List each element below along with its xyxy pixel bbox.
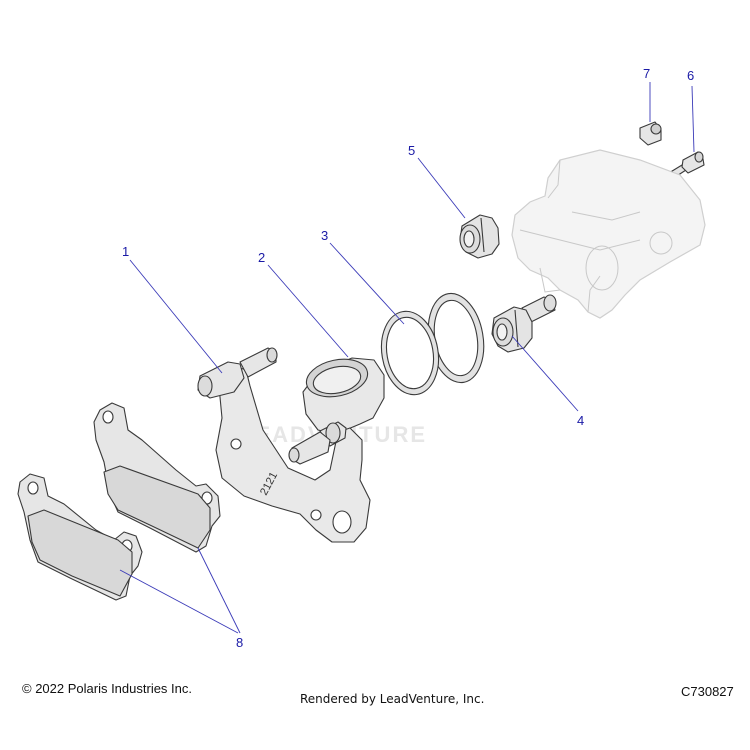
callout-5: 5 xyxy=(408,143,415,158)
leader-8b xyxy=(197,547,241,634)
leader-4 xyxy=(511,335,579,412)
callout-4: 4 xyxy=(577,413,584,428)
piston-part xyxy=(302,357,385,435)
leader-8a xyxy=(119,569,239,634)
leader-5 xyxy=(417,157,466,219)
diagram-code: C730827 xyxy=(681,684,734,699)
brake-pad-outer-part xyxy=(17,473,143,601)
leader-6 xyxy=(691,85,695,153)
callout-3: 3 xyxy=(321,228,328,243)
callout-2: 2 xyxy=(258,250,265,265)
leader-lines xyxy=(119,82,695,634)
caliper-bracket-part: 2121 xyxy=(215,364,371,543)
callout-8: 8 xyxy=(236,635,243,650)
rendered-by-text: Rendered by LeadVenture, Inc. xyxy=(300,692,485,706)
leader-3 xyxy=(329,242,405,325)
piston-seal-large-part xyxy=(427,292,485,384)
leader-2 xyxy=(267,264,349,358)
bracket-pin-upper-part xyxy=(197,347,278,399)
bleeder-cap-part xyxy=(639,121,662,146)
copyright-text: © 2022 Polaris Industries Inc. xyxy=(22,681,192,696)
bracket-pin-lower-part xyxy=(288,421,347,465)
brake-pad-inner-part xyxy=(93,402,221,553)
callout-6: 6 xyxy=(687,68,694,83)
piston-seal-small-part xyxy=(380,310,440,396)
caliper-housing-part xyxy=(511,149,706,319)
callout-7: 7 xyxy=(643,66,650,81)
callout-1: 1 xyxy=(122,244,129,259)
leader-1 xyxy=(129,259,223,374)
slide-boot-part xyxy=(459,214,500,259)
slide-pin-part xyxy=(491,294,557,353)
callout-numbers: 1 2 3 4 5 6 7 8 xyxy=(122,66,694,650)
